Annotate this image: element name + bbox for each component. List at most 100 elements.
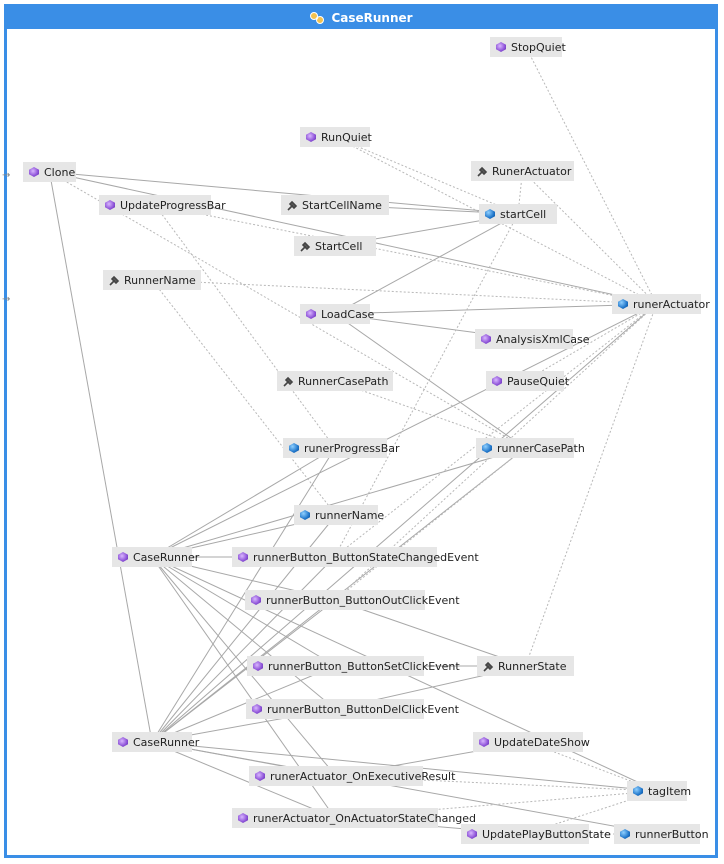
node-tag-item[interactable]: tagItem <box>627 781 691 801</box>
node-button-set-click[interactable]: runnerButton_ButtonSetClickEvent <box>247 656 460 676</box>
node-runer-actuator[interactable]: RunerActuator <box>471 161 574 181</box>
node-label: runnerButton_ButtonOutClickEvent <box>266 593 460 607</box>
node-runner-case-path[interactable]: runnerCasePath <box>476 438 585 458</box>
method-icon <box>252 704 262 714</box>
edge-case-runner1-to-button-set-click <box>151 556 337 667</box>
field-icon <box>300 510 310 520</box>
property-wrench-icon <box>477 166 488 177</box>
node-runner-name[interactable]: runnerName <box>294 505 384 525</box>
field-icon <box>289 443 299 453</box>
method-icon <box>29 167 39 177</box>
edge-stop-quiet-to-runer-actuator <box>525 46 657 305</box>
node-case-runner1[interactable]: CaseRunner <box>112 547 199 567</box>
field-icon <box>485 209 495 219</box>
edge-case-runner2-to-runner-button <box>151 741 658 836</box>
node-runner-case-path[interactable]: RunnerCasePath <box>277 371 393 391</box>
method-icon <box>467 829 477 839</box>
method-icon <box>481 334 491 344</box>
node-label: UpdateProgressBar <box>120 198 226 212</box>
node-on-executive-result[interactable]: runerActuator_OnExecutiveResult <box>249 766 455 786</box>
method-icon <box>238 552 248 562</box>
node-label: runerActuator_OnExecutiveResult <box>270 769 456 783</box>
method-icon <box>105 200 115 210</box>
field-icon <box>482 443 492 453</box>
edge-runner-name-to-runer-actuator <box>151 279 658 307</box>
method-icon <box>496 42 506 52</box>
edge-case-runner2-to-runer-actuator <box>151 303 657 743</box>
node-start-cell[interactable]: StartCell <box>294 236 376 256</box>
edge-runer-actuator-to-runer-actuator <box>522 170 657 305</box>
property-wrench-icon <box>283 376 294 387</box>
node-label: LoadCase <box>321 307 375 321</box>
node-button-state-changed[interactable]: runnerButton_ButtonStateChangedEvent <box>232 547 479 567</box>
diagram-title: CaseRunner <box>331 11 413 25</box>
node-label: UpdateDateShow <box>494 735 590 749</box>
node-start-cell-name[interactable]: StartCellName <box>281 195 389 215</box>
edge-update-date-show-to-tag-item <box>527 741 658 792</box>
node-runner-button[interactable]: runnerButton <box>614 824 709 844</box>
edge-clone-to-case-runner2 <box>49 171 154 743</box>
node-label: startCell <box>500 207 547 221</box>
property-wrench-icon <box>109 275 120 286</box>
node-stop-quiet[interactable]: StopQuiet <box>490 37 566 57</box>
node-label: runnerButton_ButtonDelClickEvent <box>267 702 459 716</box>
edge-clone-to-start-cell <box>49 171 519 217</box>
method-icon <box>118 737 128 747</box>
node-runner-name[interactable]: RunnerName <box>103 270 201 290</box>
edge-update-progress-bar-to-runer-progress-bar <box>154 204 336 449</box>
diagram-title-bar: CaseRunner <box>7 7 715 29</box>
node-label: RunnerName <box>124 273 196 287</box>
node-label: UpdatePlayButtonState <box>482 827 611 841</box>
edge-run-quiet-to-start-cell <box>334 136 519 215</box>
edge-load-case-to-runer-actuator <box>334 301 658 315</box>
node-button-out-click[interactable]: runnerButton_ButtonOutClickEvent <box>245 590 460 610</box>
method-icon <box>238 813 248 823</box>
edge-update-progress-bar-to-runer-actuator <box>154 204 658 306</box>
node-case-runner2[interactable]: CaseRunner <box>112 732 199 752</box>
node-clone[interactable]: Clone <box>23 162 76 182</box>
node-label: runnerButton_ButtonStateChangedEvent <box>253 550 479 564</box>
node-update-date-show[interactable]: UpdateDateShow <box>473 732 590 752</box>
node-update-play-button-state[interactable]: UpdatePlayButtonState <box>461 824 611 844</box>
edge-case-runner2-to-runer-progress-bar <box>151 447 336 743</box>
node-pause-quiet[interactable]: PauseQuiet <box>486 371 569 391</box>
method-icon <box>479 737 489 747</box>
node-label: runnerButton <box>635 827 709 841</box>
edge-button-state-changed-to-runer-actuator <box>334 303 657 558</box>
edge-case-runner2-to-button-set-click <box>151 665 337 743</box>
field-icon <box>618 299 628 309</box>
node-label: runnerButton_ButtonSetClickEvent <box>268 659 460 673</box>
node-button-del-click[interactable]: runnerButton_ButtonDelClickEvent <box>246 699 459 719</box>
edge-case-runner2-to-on-actuator-state-changed <box>151 741 336 819</box>
method-icon <box>492 376 502 386</box>
node-runer-progress-bar[interactable]: runerProgressBar <box>283 438 400 458</box>
method-icon <box>253 661 263 671</box>
method-icon <box>251 595 261 605</box>
node-label: CaseRunner <box>133 550 200 564</box>
offscreen-edge-arrow: → <box>2 294 11 305</box>
property-wrench-icon <box>483 661 494 672</box>
node-update-progress-bar[interactable]: UpdateProgressBar <box>99 195 226 215</box>
node-label: Clone <box>44 165 76 179</box>
node-runer-actuator[interactable]: runerActuator <box>612 294 710 314</box>
method-icon <box>306 309 316 319</box>
node-label: runerActuator_OnActuatorStateChanged <box>253 811 477 825</box>
edge-runner-state-to-runer-actuator <box>525 303 658 667</box>
edge-load-case-to-runner-case-path <box>334 313 526 449</box>
method-icon <box>306 132 316 142</box>
node-start-cell[interactable]: startCell <box>479 204 557 224</box>
node-load-case[interactable]: LoadCase <box>300 304 374 324</box>
node-analysis-xml-case[interactable]: AnalysisXmlCase <box>475 329 590 349</box>
edge-load-case-to-start-cell <box>334 213 519 315</box>
node-label: CaseRunner <box>133 735 200 749</box>
edge-case-runner1-to-runner-case-path <box>151 446 526 558</box>
node-label: RunnerState <box>498 659 567 673</box>
node-label: RunQuiet <box>321 130 372 144</box>
node-label: RunnerCasePath <box>298 374 389 388</box>
edge-runner-case-path-to-runner-case-path <box>334 380 526 450</box>
node-runner-state[interactable]: RunnerState <box>477 656 574 676</box>
node-on-actuator-state-changed[interactable]: runerActuator_OnActuatorStateChanged <box>232 808 476 828</box>
node-run-quiet[interactable]: RunQuiet <box>300 127 372 147</box>
edge-runner-name-to-runner-name <box>151 279 337 516</box>
